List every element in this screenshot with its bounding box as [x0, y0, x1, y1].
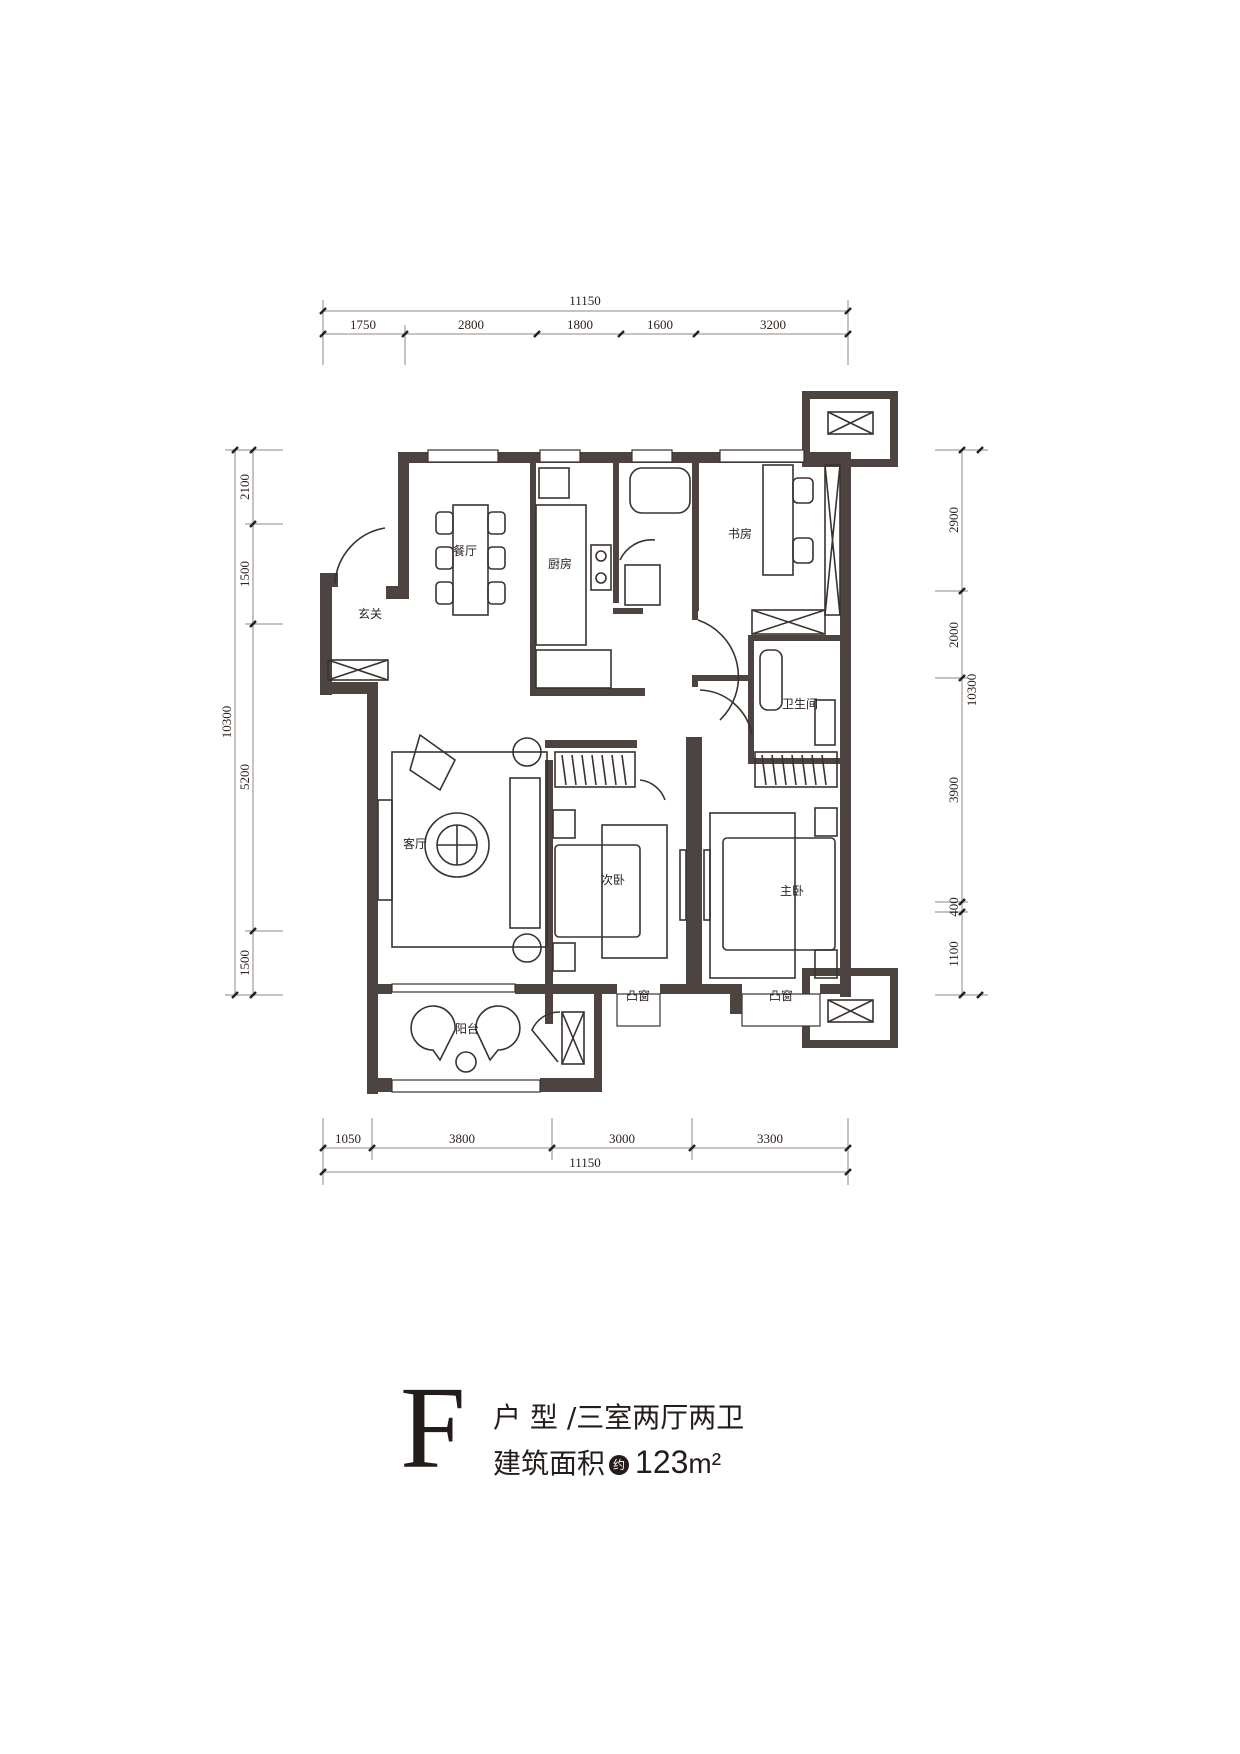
room-label-dining: 餐厅: [453, 543, 477, 558]
room-label-kitchen: 厨房: [548, 556, 572, 571]
left-dimensions: 2100 1500 5200 1500 10300: [219, 446, 283, 999]
dim-top-total: 11150: [569, 293, 601, 308]
unit-type-letter: F: [400, 1362, 466, 1493]
area-value: 123: [635, 1444, 689, 1480]
unit-type-label: 户 型: [493, 1401, 558, 1434]
dim-right-total: 10300: [964, 674, 979, 707]
dim-top-seg: 3200: [760, 317, 786, 332]
top-dimensions: 11150 1750 2800 1800 1600 3200: [319, 293, 852, 365]
area-label: 建筑面积: [493, 1447, 606, 1480]
dim-bottom-seg: 1050: [335, 1131, 361, 1146]
dim-left-seg: 1500: [237, 950, 252, 976]
room-label-bay-window: 凸窗: [769, 989, 793, 1003]
dim-left-total: 10300: [219, 706, 234, 739]
dim-right-seg: 3900: [946, 777, 961, 803]
unit-type-line: 户 型 /三室两厅两卫: [493, 1396, 744, 1436]
area-unit: m²: [688, 1448, 722, 1479]
dim-left-seg: 2100: [237, 474, 252, 500]
room-label-bathroom: 卫生间: [782, 697, 818, 711]
dim-right-seg: 400: [946, 897, 961, 917]
room-label-living: 客厅: [403, 836, 427, 851]
dim-top-seg: 2800: [458, 317, 484, 332]
dim-bottom-total: 11150: [569, 1155, 601, 1170]
room-label-study: 书房: [728, 526, 752, 541]
dim-right-seg: 2000: [946, 622, 961, 648]
dim-left-seg: 1500: [237, 561, 252, 587]
room-label-second-bedroom: 次卧: [601, 873, 625, 887]
windows: [391, 449, 821, 1093]
walls: [320, 391, 898, 1094]
room-label-balcony: 阳台: [455, 1021, 479, 1036]
dim-top-seg: 1750: [350, 317, 376, 332]
right-dimensions: 2900 2000 3900 400 1100 10300: [935, 446, 988, 999]
dim-bottom-seg: 3800: [449, 1131, 475, 1146]
room-labels: 玄关 餐厅 厨房 书房 卫生间 客厅 次卧 主卧 阳台 凸窗 凸窗: [358, 526, 818, 1036]
dim-right-seg: 2900: [946, 507, 961, 533]
room-label-foyer: 玄关: [358, 606, 382, 621]
dim-right-seg: 1100: [946, 941, 961, 967]
room-label-bay-window: 凸窗: [626, 989, 650, 1003]
room-label-master-bedroom: 主卧: [780, 884, 804, 898]
dim-bottom-seg: 3300: [757, 1131, 783, 1146]
unit-layout: 三室两厅两卫: [576, 1401, 745, 1434]
dim-top-seg: 1800: [567, 317, 593, 332]
approx-badge: 约: [609, 1455, 630, 1475]
dim-bottom-seg: 3000: [609, 1131, 635, 1146]
separator: /: [566, 1401, 577, 1434]
dim-top-seg: 1600: [647, 317, 673, 332]
furniture: [327, 411, 874, 1073]
bottom-dimensions: 1050 3800 3000 3300 11150: [319, 1118, 852, 1185]
dim-left-seg: 5200: [237, 764, 252, 790]
